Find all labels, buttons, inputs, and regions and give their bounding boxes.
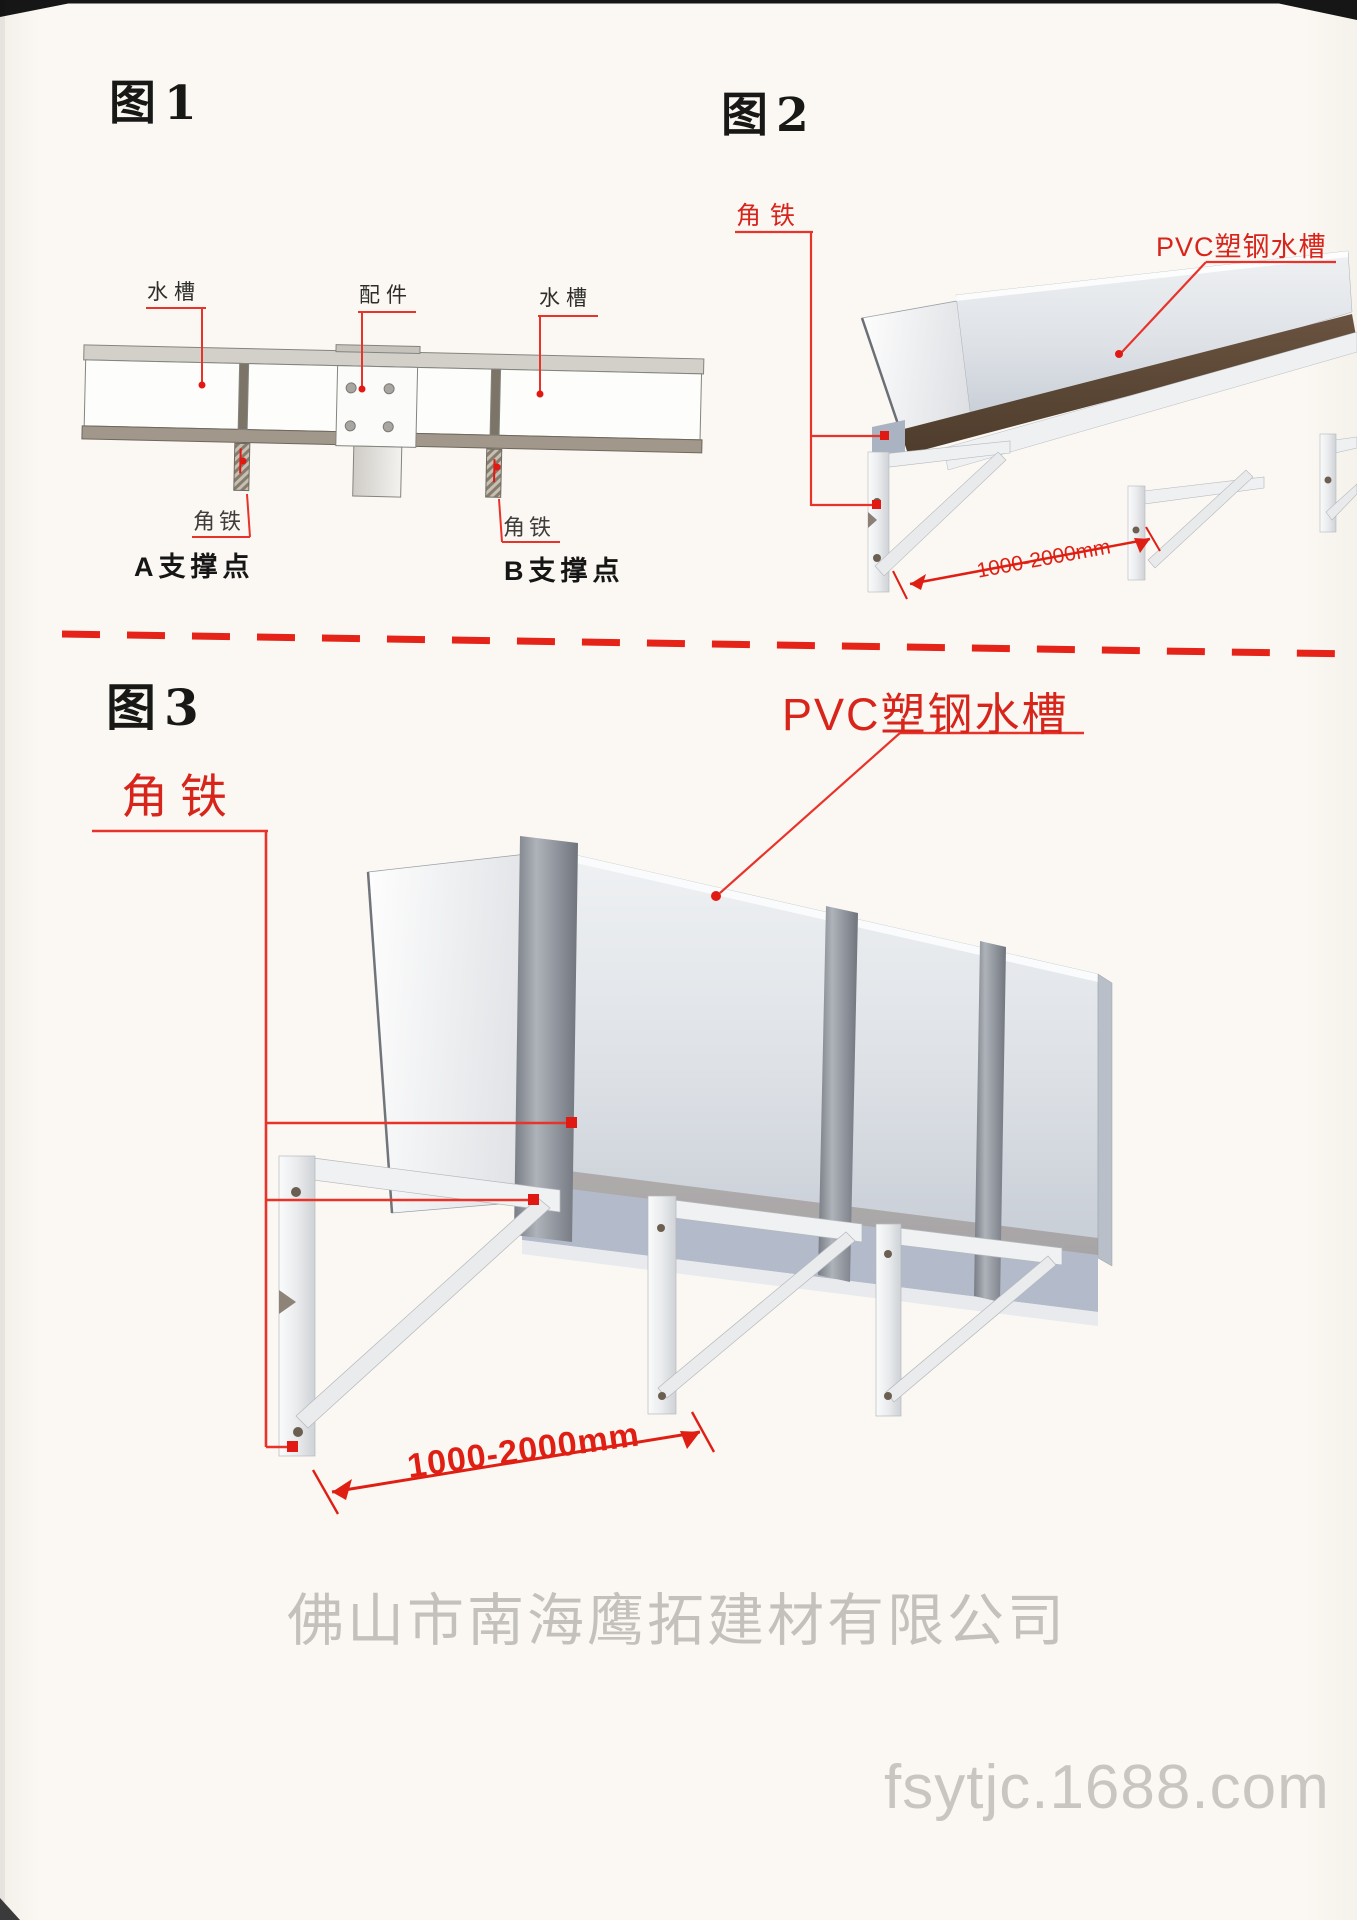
figure1-fitting-label: 配件 xyxy=(359,284,413,307)
angle-iron-strap xyxy=(514,836,578,1242)
downspout xyxy=(352,445,403,498)
angle-iron-strap xyxy=(818,906,858,1282)
watermark-site: fsytjc.1688.com xyxy=(884,1753,1330,1822)
figure2-leaders xyxy=(735,230,1336,509)
figure3-leaders xyxy=(92,731,1084,1452)
figure1-trough-left-label: 水槽 xyxy=(147,281,201,304)
angle-iron-left-upper xyxy=(237,362,250,431)
wall-bracket xyxy=(875,1223,1063,1417)
screw-hole xyxy=(344,420,356,432)
gutter-body xyxy=(955,250,1353,428)
figure2-angle-iron-label: 角铁 xyxy=(736,202,805,230)
figure2-drawing xyxy=(735,230,1357,600)
connector-tab xyxy=(335,344,421,354)
figure2-gutter-label: PVC塑钢水槽 xyxy=(1156,232,1327,262)
figure3-gutter-label: PVC塑钢水槽 xyxy=(782,689,1069,740)
gutter-shadow-strip xyxy=(900,314,1356,454)
angle-iron-strap xyxy=(974,941,1006,1302)
figure1-support-a-label: A支撑点 xyxy=(134,552,255,582)
screw-hole xyxy=(382,421,394,433)
wall-bracket xyxy=(867,440,1011,593)
wall-bracket xyxy=(278,1155,561,1457)
gutter-end-cap xyxy=(1097,973,1113,1267)
dashed-divider xyxy=(61,630,1357,658)
connector-plate xyxy=(335,365,419,448)
figure3-drawing xyxy=(92,731,1113,1515)
figure3-title: 图3 xyxy=(106,678,207,737)
figure1-leaders xyxy=(146,307,598,543)
figure1-angle-left-label: 角铁 xyxy=(193,509,246,534)
wall-bracket xyxy=(647,1195,863,1415)
screw-hole xyxy=(345,382,357,394)
figure2-title: 图2 xyxy=(721,88,817,143)
watermark-company: 佛山市南海鹰拓建材有限公司 xyxy=(287,1589,1067,1653)
support-shelf xyxy=(943,331,1357,471)
figure1-drawing xyxy=(81,344,705,498)
figure1-support-b-label: B支撑点 xyxy=(504,556,625,586)
figure3-dimension xyxy=(311,1411,716,1515)
figure2-dimension xyxy=(892,526,1161,600)
angle-iron-left-lower xyxy=(233,442,251,492)
figure1-title: 图1 xyxy=(109,76,205,131)
wall-bracket xyxy=(1127,469,1265,581)
wall-bracket xyxy=(1319,433,1357,533)
figure3-angle-iron-label: 角铁 xyxy=(121,770,239,823)
figure1-angle-right-label: 角铁 xyxy=(503,515,556,540)
screw-hole xyxy=(383,383,395,395)
angle-iron-right-upper xyxy=(489,368,502,436)
figure1-trough-right-label: 水槽 xyxy=(539,287,593,310)
